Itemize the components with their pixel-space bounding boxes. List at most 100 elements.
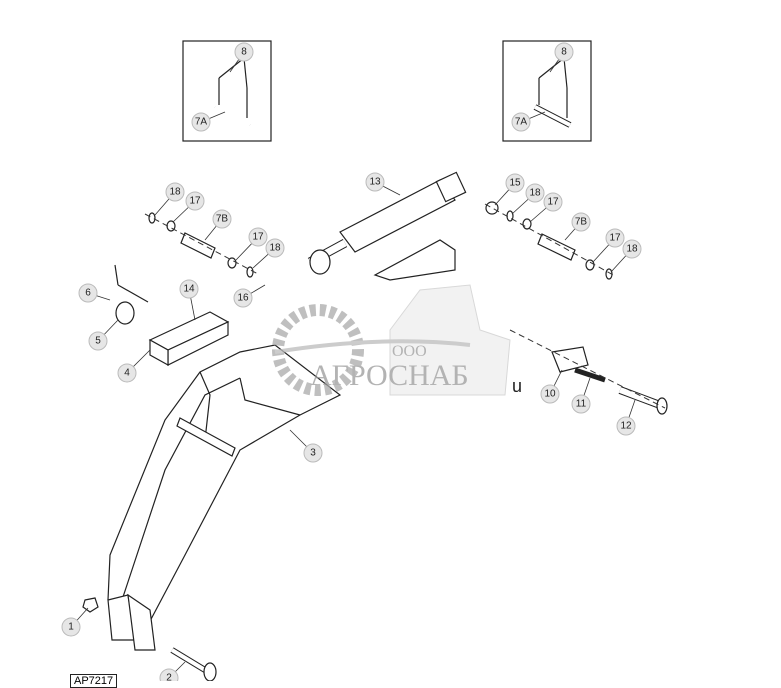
callout-circle [61,617,81,637]
inset-pin-left [214,57,251,127]
watermark-logo: ООО АГРОСНАБ [272,284,511,396]
pin-set-left [148,212,254,278]
hydraulic-cylinder [307,171,467,281]
callout-circle [365,172,385,192]
pin-set-right [485,201,613,280]
callout-10: 10 [540,369,563,404]
callout-label: 18 [626,244,638,255]
callout-label: 13 [369,177,381,188]
reference-code: AP7217 [70,674,118,688]
callout-6: 6 [78,283,111,303]
callout-circle [511,112,531,132]
callout-label: 18 [269,243,281,254]
callout-4: 4 [117,349,151,383]
callout-18: 18 [252,238,285,269]
callout-3: 3 [289,429,323,463]
watermark-suffix: u [512,376,522,396]
nut [82,597,99,613]
axis-line-left [144,213,259,275]
callout-circle [554,42,574,62]
callout-circle [78,283,98,303]
callout-circle [165,182,185,202]
callout-14: 14 [179,279,199,321]
callout-circle [88,331,108,351]
bolt-small [574,367,606,383]
axis-line-right [484,203,616,277]
callout-circle [622,239,642,259]
callout-label: 17 [609,233,621,244]
callout-16: 16 [233,284,266,308]
callout-circle [605,228,625,248]
callout-circle [543,192,563,212]
callout-label: 3 [310,448,316,459]
callout-circle [571,212,591,232]
callout-label: 18 [169,187,181,198]
callout-8: 8 [549,42,574,73]
inset-pin-right [533,57,572,128]
bottom-bolt [170,647,217,681]
callout-label: 17 [189,196,201,207]
bolt-large [618,386,668,415]
callout-1: 1 [61,607,89,637]
callout-label: 8 [241,47,247,58]
callout-label: 14 [183,284,195,295]
callout-circle [179,279,199,299]
callout-circle [265,238,285,258]
callout-5: 5 [88,319,119,351]
callout-18: 18 [511,183,545,215]
inset-box-right [502,40,592,142]
callout-circle [303,443,323,463]
callout-18: 18 [610,239,642,273]
callout-label: 17 [547,197,559,208]
callout-label: 7A [195,117,208,128]
callout-label: 7B [575,217,588,228]
callout-12: 12 [616,399,636,436]
callout-circle [571,394,591,414]
watermark-name: АГРОСНАБ [310,359,469,392]
callout-2: 2 [159,661,186,682]
callout-label: 5 [95,336,101,347]
callout-17: 17 [592,228,625,263]
callout-label: 7B [216,214,229,225]
callout-label: 2 [166,673,172,682]
callout-label: 12 [620,421,632,432]
callout-circle [191,112,211,132]
callout-18: 18 [154,182,185,216]
axis-line-bolt [509,329,666,409]
callout-7A: 7A [191,111,226,132]
callout-circle [159,668,179,681]
callout-label: 4 [124,368,130,379]
callout-7B: 7B [204,209,232,241]
callout-label: 18 [529,188,541,199]
callout-7A: 7A [511,111,546,132]
callout-label: 17 [252,232,264,243]
callout-11: 11 [571,377,591,414]
callout-label: 10 [544,389,556,400]
callout-7B: 7B [564,212,591,241]
callout-8: 8 [229,42,254,73]
callout-circle [233,288,253,308]
callout-label: 7A [515,117,528,128]
tongue-frame [107,344,342,651]
callout-circle [117,363,137,383]
callout-circle [234,42,254,62]
watermark-prefix: ООО [392,343,427,360]
inset-box-left [182,40,272,142]
callout-label: 6 [85,288,91,299]
lynch-pin [114,264,149,325]
callout-13: 13 [365,172,401,196]
callout-17: 17 [235,227,268,261]
callout-label: 15 [509,178,521,189]
callout-17: 17 [529,192,563,223]
callout-label: 1 [68,622,74,633]
callout-label: 8 [561,47,567,58]
link-plate [551,346,589,373]
bracket [148,311,230,367]
callout-circle [505,173,525,193]
callout-circle [185,191,205,211]
callout-circle [540,384,560,404]
callout-label: 11 [576,399,587,410]
callout-label: 16 [237,293,249,304]
callout-circle [616,416,636,436]
